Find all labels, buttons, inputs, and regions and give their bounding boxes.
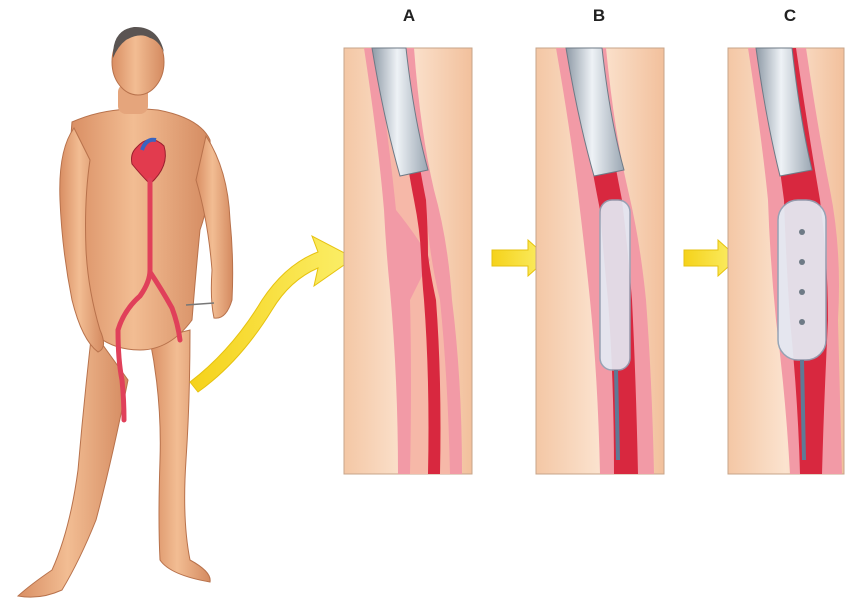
panel-a bbox=[344, 48, 472, 474]
panel-c-balloon-marker-1 bbox=[799, 229, 805, 235]
panel-c-balloon-marker-2 bbox=[799, 259, 805, 265]
panel-c bbox=[728, 48, 844, 474]
panel-b-label: B bbox=[584, 6, 614, 26]
panel-c-balloon-marker-3 bbox=[799, 289, 805, 295]
left-leg bbox=[18, 330, 128, 597]
panel-c-balloon-marker-4 bbox=[799, 319, 805, 325]
panel-b bbox=[536, 48, 664, 474]
panel-c-guidewire bbox=[802, 360, 804, 460]
panel-b-balloon-deflated bbox=[600, 200, 630, 370]
panel-c-balloon-inflated bbox=[778, 200, 826, 360]
human-figure bbox=[18, 27, 233, 597]
panel-a-label: A bbox=[394, 6, 424, 26]
panel-c-label: C bbox=[775, 6, 805, 26]
panel-b-guidewire bbox=[616, 370, 618, 460]
right-leg bbox=[150, 330, 210, 582]
